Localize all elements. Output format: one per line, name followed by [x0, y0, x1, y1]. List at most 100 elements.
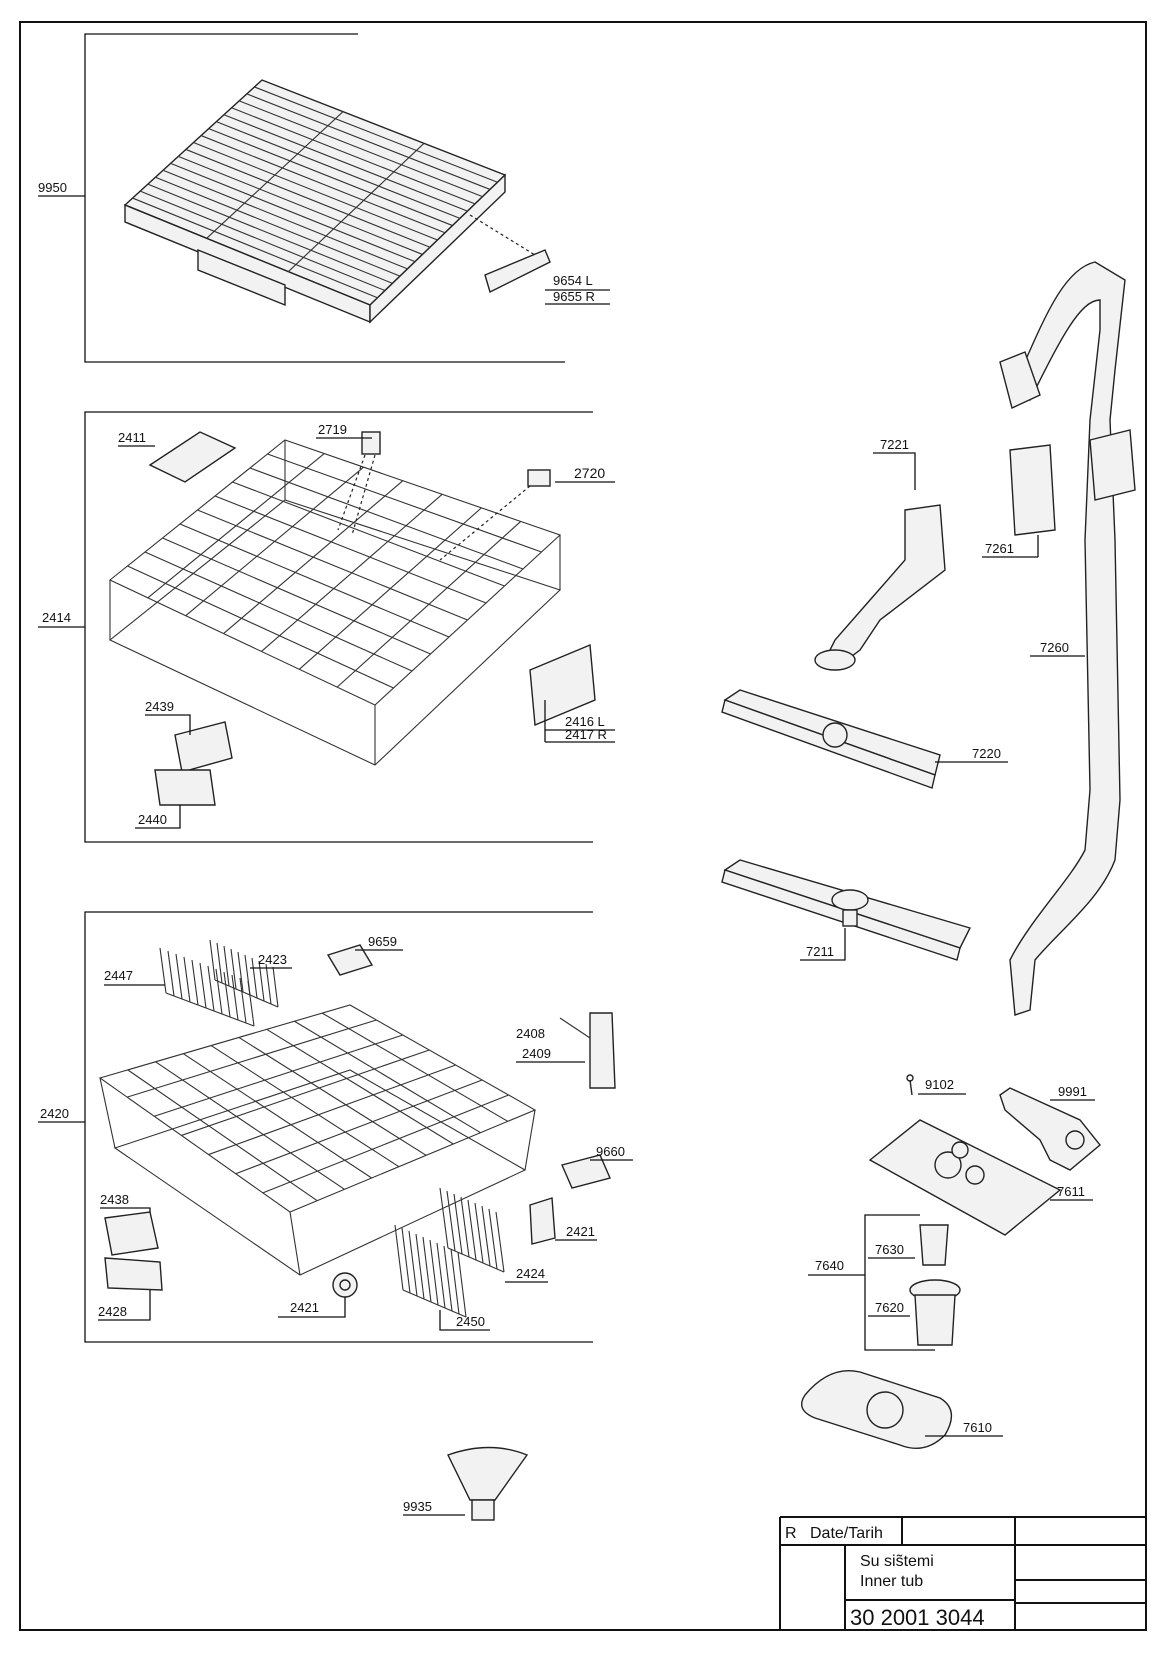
- lower-basket-group: 2420 2447 2423 9659 2408 2409 9660: [38, 911, 633, 1343]
- water-system-group: 7260 7261 7221 7220 7211 9102 9991: [721, 261, 1136, 1449]
- callout-7610: 7610: [963, 1420, 992, 1435]
- part-9660: [561, 1154, 611, 1189]
- callout-7220: 7220: [972, 746, 1001, 761]
- tb-date-label: Date/Tarih: [810, 1525, 883, 1542]
- tb-rev-label: R: [785, 1525, 797, 1542]
- wire-segment: [165, 992, 255, 1027]
- part-7221: [824, 504, 946, 666]
- wire-segment: [238, 100, 483, 198]
- wire-segment: [155, 176, 401, 277]
- wire-segment: [215, 968, 223, 1015]
- wire-segment: [294, 1020, 481, 1134]
- wire-segment: [254, 86, 498, 183]
- wire-segment: [162, 537, 431, 655]
- wire-segment: [447, 1247, 505, 1273]
- guide-2719b: [351, 454, 376, 536]
- callout-2438: 2438: [100, 1192, 129, 1207]
- callout-2416: 2416 L: [565, 714, 605, 729]
- wire-segment: [336, 521, 522, 688]
- cover-opening-2: [965, 1165, 985, 1185]
- callout-2420: 2420: [40, 1106, 69, 1121]
- callout-2447: 2447: [104, 968, 133, 983]
- callout-7221: 7221: [880, 437, 909, 452]
- leader-2439: [145, 714, 191, 735]
- wire-segment: [214, 495, 487, 604]
- wire-segment: [231, 107, 476, 205]
- wire-segment: [249, 467, 524, 570]
- wire-segment: [467, 1199, 477, 1261]
- wire-segment: [193, 141, 438, 241]
- wire-segment: [127, 565, 394, 689]
- wire-segment: [401, 1227, 411, 1294]
- part-7261: [1009, 444, 1056, 536]
- cutlery-tray: [123, 79, 507, 324]
- section-bracket-2420: [84, 911, 593, 1343]
- screw-head: [906, 1074, 914, 1082]
- part-2411: [148, 431, 237, 483]
- wire-segment: [429, 1239, 439, 1306]
- tb-name-line2: Inner tub: [860, 1573, 923, 1590]
- bracket-7640: [864, 1214, 935, 1351]
- callout-2450: 2450: [456, 1314, 485, 1329]
- upper-basket-wires: [127, 453, 542, 689]
- cutlery-tray-group: 9950 9654 L 9655 R: [38, 33, 610, 363]
- wire-segment: [191, 959, 199, 1006]
- wire-segment: [197, 509, 468, 621]
- tray-handle: [197, 248, 286, 307]
- wire-segment: [178, 155, 423, 255]
- part-2408-2409: [589, 1012, 616, 1089]
- part-2440: [154, 769, 216, 806]
- cover-opening-3: [951, 1141, 969, 1159]
- pipe-connector-mid: [1089, 429, 1136, 501]
- leader-7221: [873, 452, 916, 490]
- part-2447: [159, 947, 255, 1027]
- guide-2719a: [337, 454, 366, 531]
- leader-2450: [439, 1310, 490, 1331]
- wire-segment: [183, 956, 191, 1003]
- wire-segment: [495, 1211, 505, 1273]
- title-block: R Date/Tarih Su sis̃temi Inner tub 30 20…: [779, 1516, 1146, 1630]
- tb-code: 30 2001 3044: [850, 1605, 985, 1630]
- wire-segment: [261, 493, 443, 652]
- filter-ring: [866, 1391, 904, 1429]
- callout-9654: 9654 L: [553, 273, 593, 288]
- wire-segment: [408, 1230, 418, 1297]
- wire-segment: [265, 963, 272, 1005]
- wire-segment: [159, 947, 167, 994]
- callout-2428: 2428: [98, 1304, 127, 1319]
- callout-2439: 2439: [145, 699, 174, 714]
- wire-segment: [474, 1202, 484, 1264]
- wire-segment: [175, 953, 183, 1000]
- callout-7630: 7630: [875, 1242, 904, 1257]
- wire-segment: [209, 939, 216, 981]
- callout-2424: 2424: [516, 1266, 545, 1281]
- callout-2411: 2411: [118, 430, 146, 445]
- callout-2720: 2720: [574, 465, 605, 481]
- wire-segment: [235, 1079, 483, 1175]
- callout-7620: 7620: [875, 1300, 904, 1315]
- part-7211-hub: [831, 889, 869, 911]
- callout-2440: 2440: [138, 812, 167, 827]
- wire-segment: [208, 128, 453, 227]
- wire-segment: [422, 1236, 432, 1303]
- wire-segment: [402, 1289, 467, 1318]
- wire-segment: [258, 960, 265, 1002]
- part-2719: [361, 431, 381, 455]
- callout-9950: 9950: [38, 180, 67, 195]
- part-2428: [104, 1257, 163, 1291]
- cover-opening-1: [934, 1151, 962, 1179]
- section-bracket-9950: [84, 33, 565, 363]
- wire-segment: [246, 93, 491, 190]
- part-2720: [527, 469, 551, 487]
- wire-segment: [223, 114, 468, 212]
- wire-segment: [230, 948, 237, 990]
- callout-2423: 2423: [258, 952, 287, 967]
- part-2439: [174, 721, 233, 773]
- callout-2409: 2409: [522, 1046, 551, 1061]
- callout-9935: 9935: [403, 1499, 432, 1514]
- wire-segment: [132, 197, 378, 299]
- upper-basket: [108, 439, 562, 766]
- wire-segment: [232, 481, 505, 587]
